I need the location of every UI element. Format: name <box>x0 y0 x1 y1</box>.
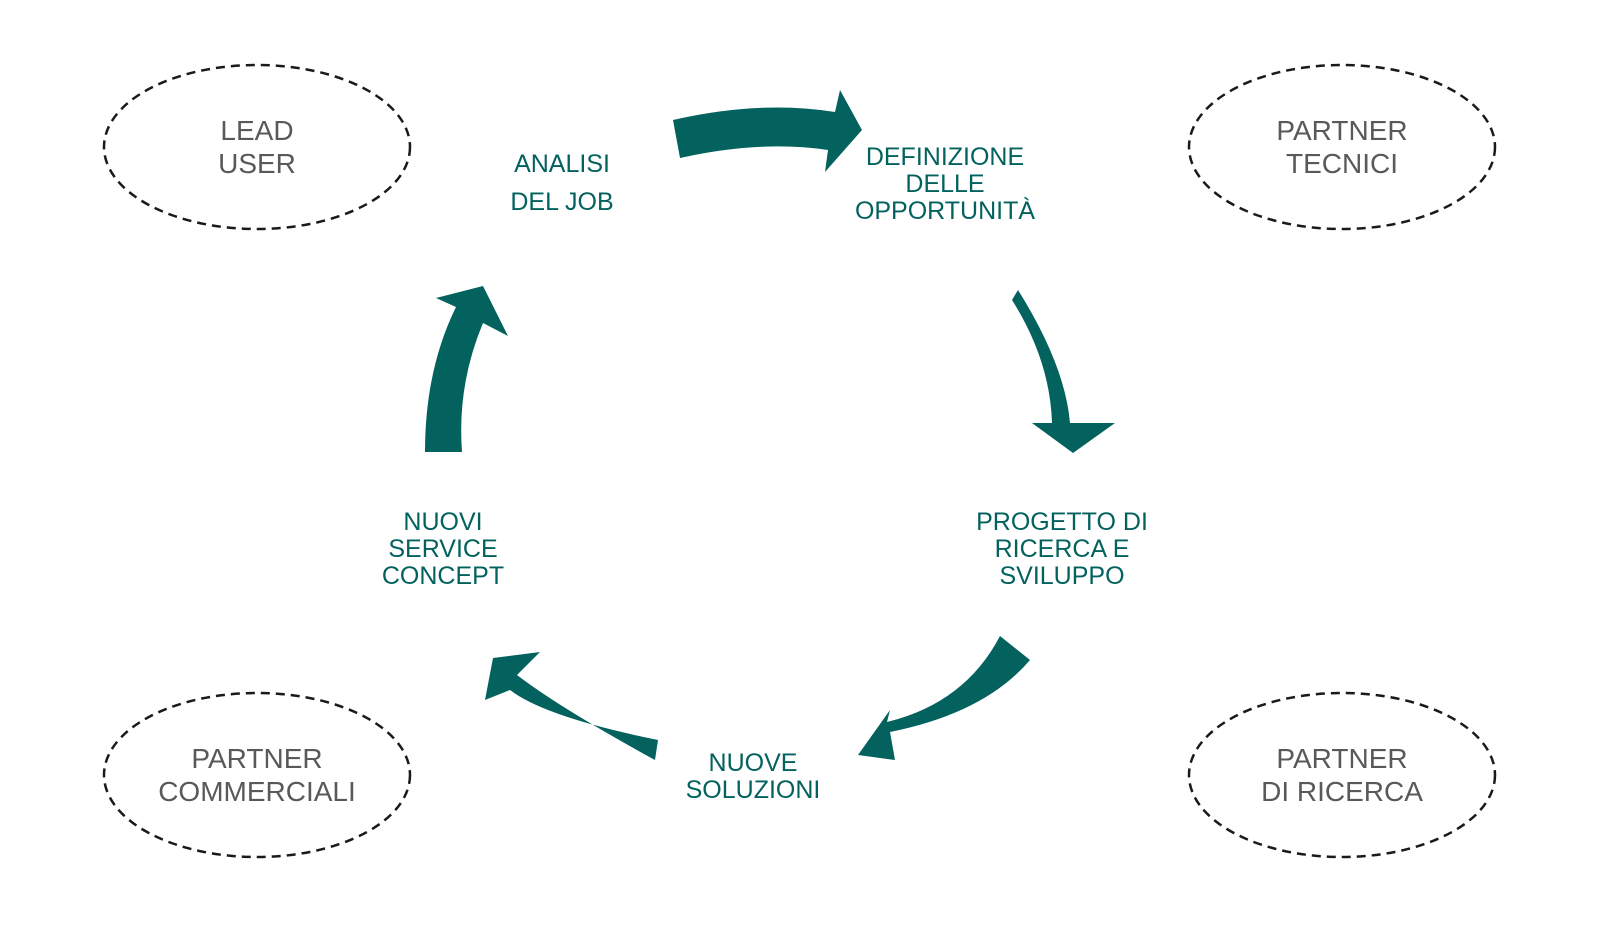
step-label-line: OPPORTUNITÀ <box>855 196 1035 225</box>
partner-lead-user: LEAD USER <box>102 63 412 231</box>
step-label-line: CONCEPT <box>382 562 504 590</box>
cycle-arrow-bottom-right <box>858 636 1030 760</box>
partner-ellipse <box>102 691 412 859</box>
partner-label-line: COMMERCIALI <box>158 776 356 807</box>
cycle-arrow-left <box>425 286 508 452</box>
step-label-line: NUOVE <box>709 749 798 777</box>
partner-di-ricerca: PARTNER DI RICERCA <box>1187 691 1497 859</box>
partner-label-line: TECNICI <box>1286 148 1398 179</box>
partner-ellipse <box>1187 691 1497 859</box>
step-definizione-opportunita: DEFINIZIONE DELLE OPPORTUNITÀ <box>855 143 1035 225</box>
cycle-arrow-bottom-left <box>485 652 658 760</box>
step-label-line: ANALISI <box>514 150 610 178</box>
step-label-line: NUOVI <box>403 508 482 536</box>
step-label-line: SERVICE <box>388 535 497 563</box>
step-nuove-soluzioni: NUOVE SOLUZIONI <box>686 749 821 804</box>
step-label-line: SOLUZIONI <box>686 776 821 804</box>
step-label-line: PROGETTO DI <box>976 508 1148 536</box>
partner-label-line: LEAD <box>220 115 293 146</box>
step-label-line: RICERCA E <box>995 535 1130 563</box>
partner-commerciali: PARTNER COMMERCIALI <box>102 691 412 859</box>
partner-label-line: DI RICERCA <box>1261 776 1423 807</box>
partner-ellipse <box>102 63 412 231</box>
partner-label-line: PARTNER <box>1276 743 1407 774</box>
step-label-line: DEFINIZIONE <box>866 143 1024 171</box>
step-label-line: DEL JOB <box>510 188 613 216</box>
step-label-line: SVILUPPO <box>999 562 1124 590</box>
partner-label-line: PARTNER <box>1276 115 1407 146</box>
step-label-line: DELLE <box>905 170 984 198</box>
partner-label-line: USER <box>218 148 296 179</box>
partner-label-line: PARTNER <box>191 743 322 774</box>
cycle-arrow-right <box>1012 290 1115 453</box>
step-nuovi-service-concept: NUOVI SERVICE CONCEPT <box>382 508 504 590</box>
cycle-arrow-top <box>673 90 862 172</box>
partner-ellipse <box>1187 63 1497 231</box>
step-analisi-del-job: ANALISI DEL JOB <box>510 150 613 216</box>
step-progetto-ricerca-sviluppo: PROGETTO DI RICERCA E SVILUPPO <box>976 508 1148 590</box>
partner-tecnici: PARTNER TECNICI <box>1187 63 1497 231</box>
